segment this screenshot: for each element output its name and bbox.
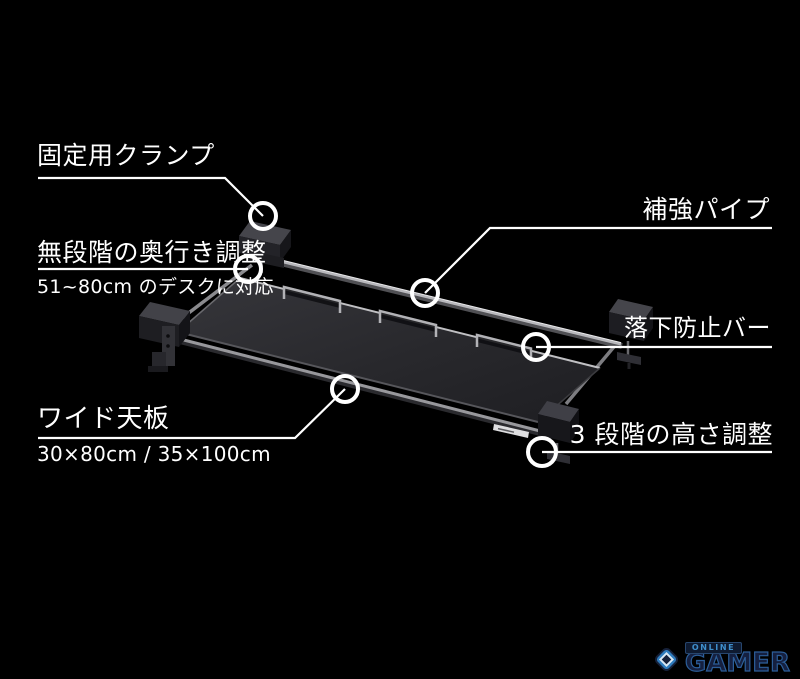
side-rails [175,263,620,439]
label-wide-top-board: ワイド天板 [37,404,170,434]
callout-circle-wide-top-board [330,374,360,404]
label-fall-prevention-bar: 落下防止バー [624,314,771,342]
callout-line-fixing-clamp [38,176,264,217]
logo-gamer-wordmark: GAMER [684,648,790,679]
logo-text: ONLINE GAMER [684,642,791,679]
callout-circle-fall-prevention-bar [521,332,551,362]
tray-surface [177,277,601,423]
callout-circle-height-adjust [526,436,558,468]
label-wide-top-board-subtitle: 30×80cm / 35×100cm [37,442,271,466]
online-gamer-logo: ONLINE GAMER [651,642,791,679]
callout-circles [233,201,558,468]
callout-lines [38,176,772,454]
callout-line-wide-top-board [38,388,346,440]
label-depth-adjust: 無段階の奥行き調整 [37,238,267,267]
label-height-adjust: 3 段階の高さ調整 [569,420,773,449]
fall-prevention-brackets [282,285,533,360]
clamp-front-left [139,302,190,372]
callout-circle-fixing-clamp [248,201,278,231]
product-sticker [493,424,529,438]
label-fixing-clamp: 固定用クランプ [37,141,215,170]
callout-circle-depth-adjust [233,254,263,284]
callout-line-reinforcement-pipe [424,226,772,294]
label-reinforcement-pipe: 補強パイプ [642,195,770,224]
label-depth-adjust-subtitle: 51~80cm のデスクに対応 [37,276,274,298]
callout-circle-reinforcement-pipe [410,278,440,308]
logo-online-badge: ONLINE [684,642,743,655]
gamer-gem-icon [654,647,678,671]
